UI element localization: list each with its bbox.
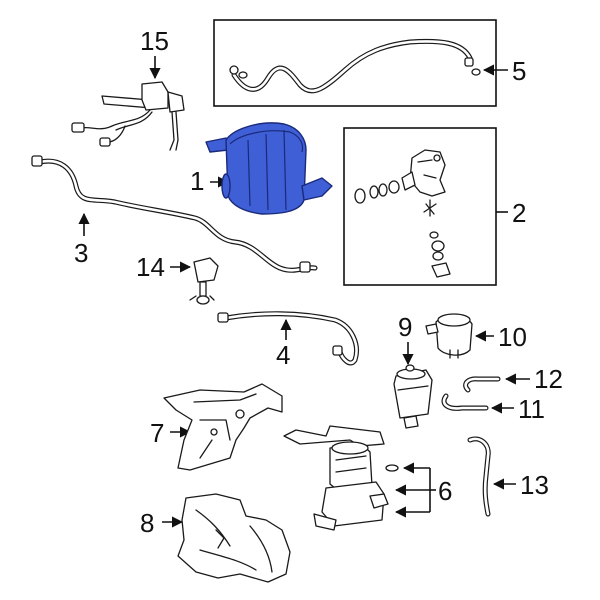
part-6-pump-assembly[interactable] xyxy=(283,425,399,531)
part-9-pump[interactable] xyxy=(393,364,433,429)
callout-1: 1 xyxy=(190,166,204,196)
inset-box-part-5 xyxy=(213,19,497,107)
part-3-tube[interactable] xyxy=(31,155,318,273)
part-5-tube[interactable] xyxy=(229,38,481,94)
part-7-bracket[interactable] xyxy=(163,383,283,471)
part-11-hose[interactable] xyxy=(441,393,489,411)
part-14-fitting[interactable] xyxy=(189,257,219,305)
callout-9: 9 xyxy=(398,312,412,342)
part-12-hose[interactable] xyxy=(463,376,501,393)
callout-11: 11 xyxy=(518,394,545,424)
callout-7: 7 xyxy=(150,418,164,448)
inset-box-part-2 xyxy=(343,127,497,286)
part-13-hose[interactable] xyxy=(467,436,491,517)
callout-10: 10 xyxy=(498,322,527,352)
callout-15: 15 xyxy=(140,26,169,56)
part-15-sensor[interactable] xyxy=(71,81,185,151)
callout-6: 6 xyxy=(438,476,452,506)
callout-5: 5 xyxy=(512,56,526,86)
callout-8: 8 xyxy=(140,508,154,538)
callout-2: 2 xyxy=(512,198,526,228)
callout-13: 13 xyxy=(520,470,549,500)
callout-3: 3 xyxy=(74,238,88,268)
part-8-cover[interactable] xyxy=(177,493,291,583)
part-10-valve[interactable] xyxy=(425,313,473,359)
callout-12: 12 xyxy=(534,364,563,394)
part-4-tube[interactable] xyxy=(217,311,359,366)
callout-4: 4 xyxy=(276,340,290,370)
callout-14: 14 xyxy=(136,252,165,282)
part-2-components[interactable] xyxy=(354,149,451,278)
part-1-canister[interactable] xyxy=(205,122,333,215)
